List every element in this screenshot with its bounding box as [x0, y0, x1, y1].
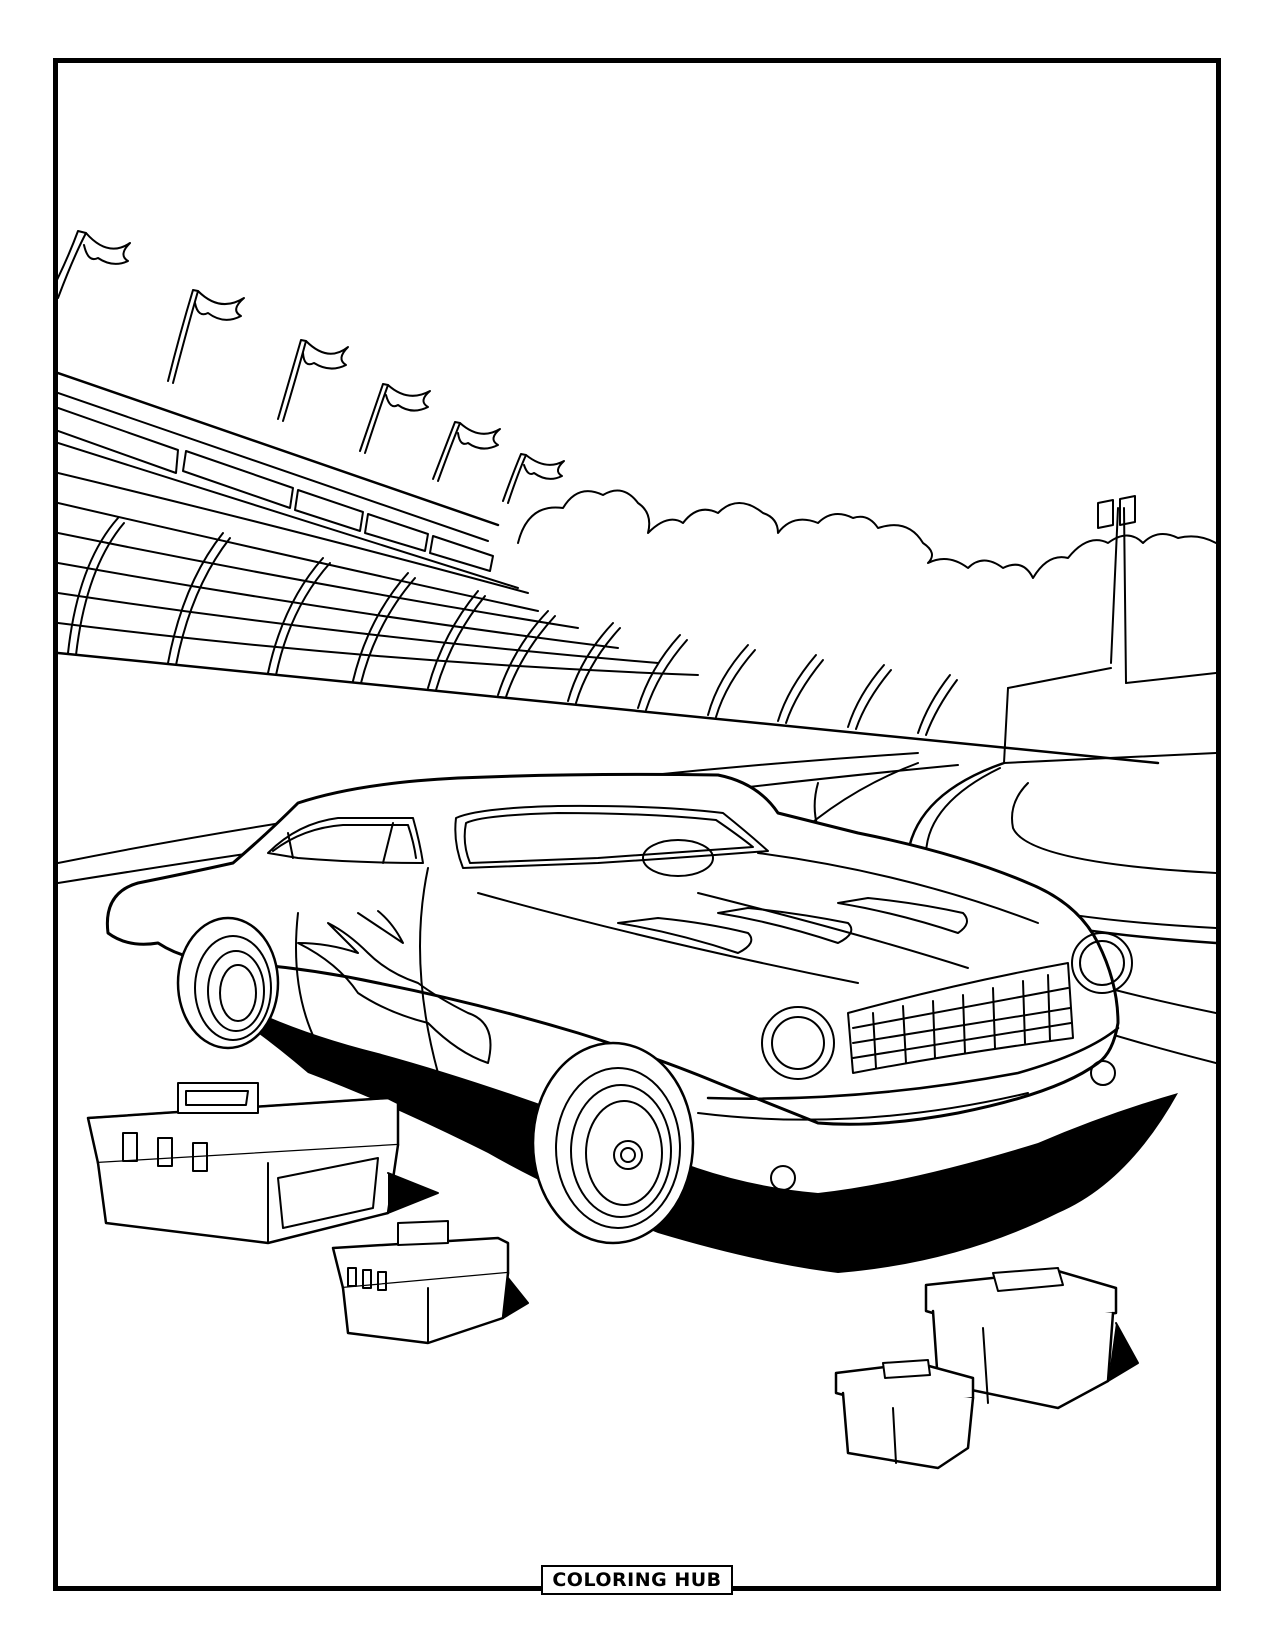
- car-shadow: [178, 983, 1178, 1273]
- coloring-hub-logo: COLORING HUB: [541, 1565, 733, 1595]
- toolbox-right-back: [926, 1268, 1138, 1408]
- tree-line: [518, 491, 1216, 579]
- flag-icon: [360, 384, 430, 453]
- flag-icon: [278, 340, 348, 421]
- toolbox-large: [88, 1083, 438, 1243]
- logo-text: COLORING HUB: [552, 1569, 722, 1591]
- grandstand: [58, 373, 1158, 763]
- flag-icon: [433, 422, 500, 481]
- toolbox-small: [333, 1221, 528, 1343]
- flags: [58, 231, 564, 503]
- line-art-illustration: [58, 63, 1216, 1586]
- light-tower: [1004, 496, 1216, 763]
- coloring-page-frame: [53, 58, 1221, 1591]
- toolbox-right-front: [836, 1360, 973, 1468]
- flag-icon: [58, 231, 130, 298]
- flag-icon: [503, 454, 564, 503]
- muscle-car: [107, 774, 1132, 1243]
- flag-icon: [168, 290, 244, 383]
